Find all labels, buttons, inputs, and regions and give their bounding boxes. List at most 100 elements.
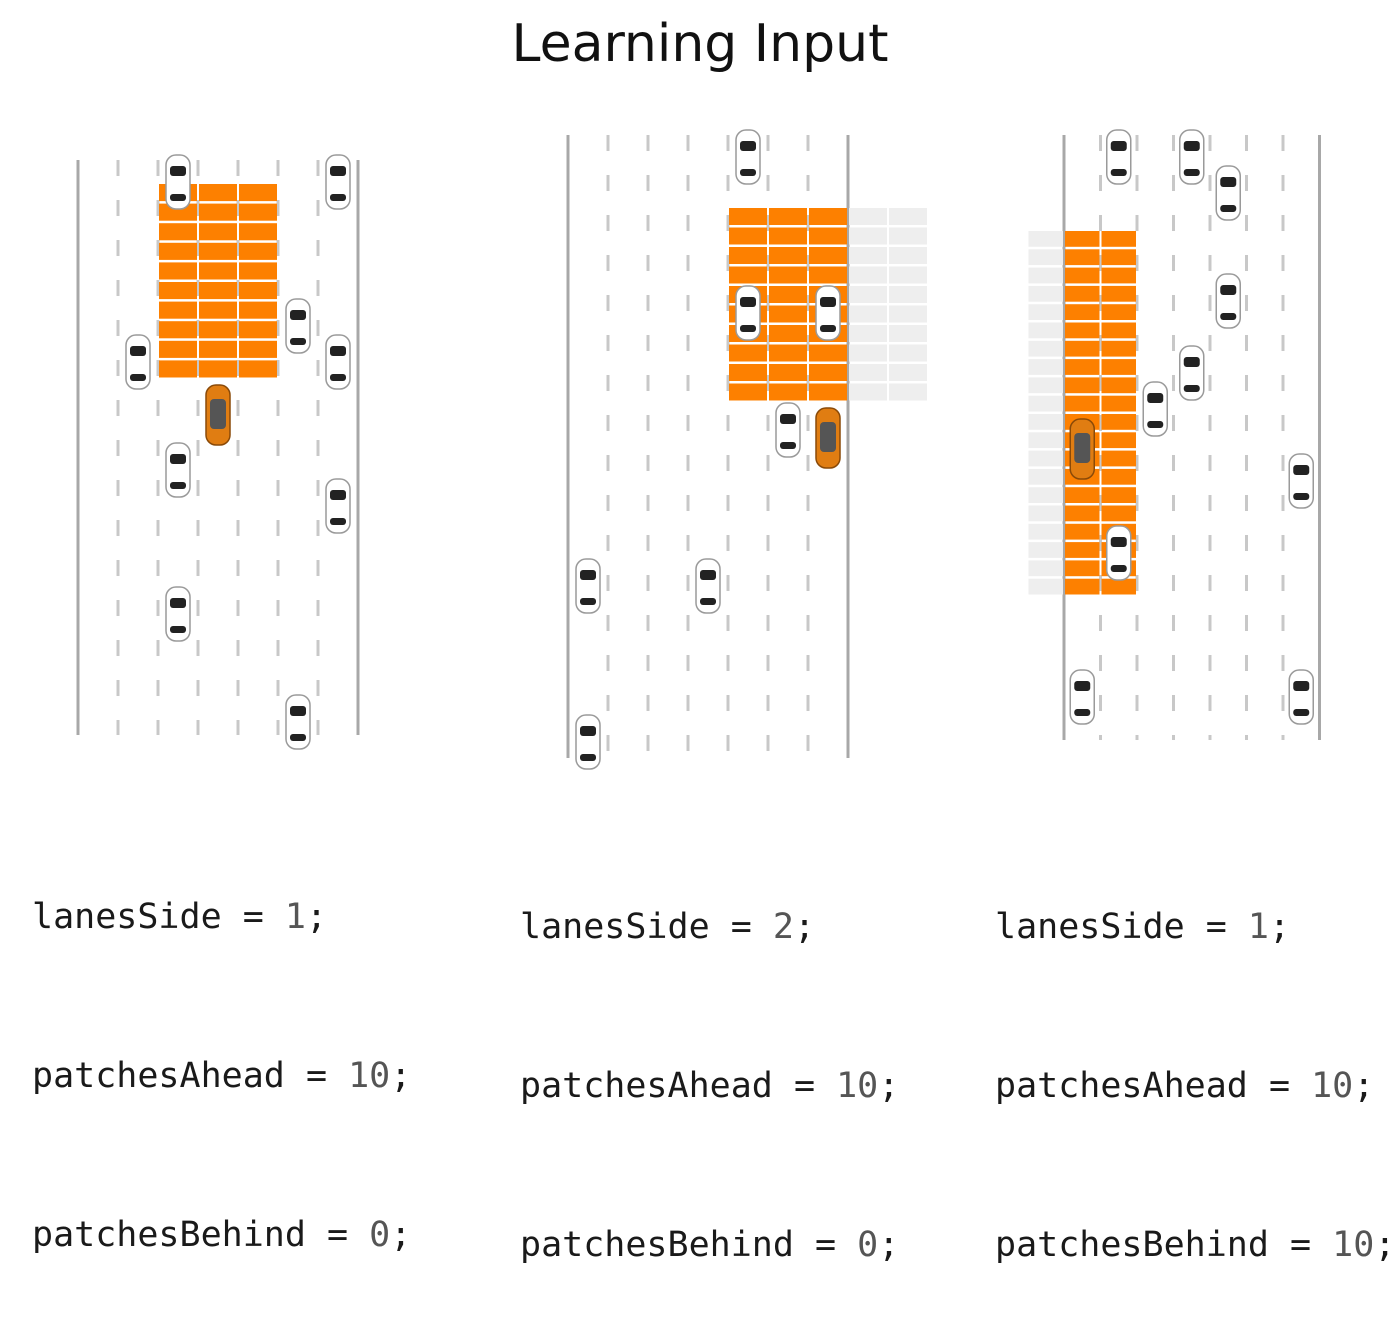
patch-cell xyxy=(159,223,197,241)
car-windshield xyxy=(1110,141,1127,151)
ego-car-roof xyxy=(1074,433,1091,463)
car-rear-window xyxy=(290,338,306,345)
param-value: 1 xyxy=(1247,907,1269,947)
car-windshield xyxy=(820,297,836,307)
car xyxy=(735,285,761,341)
patch-cell xyxy=(729,364,767,381)
patch-cell xyxy=(239,321,277,339)
car-windshield xyxy=(170,454,186,464)
patch-cell xyxy=(889,383,927,401)
car xyxy=(1106,129,1132,185)
patch-cell xyxy=(1065,505,1100,522)
car-rear-window xyxy=(1147,421,1164,428)
patch-cell xyxy=(769,208,807,225)
diagram-canvas xyxy=(76,129,1321,770)
car-rear-window xyxy=(1293,709,1310,716)
car-rear-window xyxy=(1293,493,1310,500)
param-name: patchesBehind xyxy=(32,1215,306,1255)
patch-cell xyxy=(1028,450,1063,467)
car-windshield xyxy=(700,570,716,580)
patch-cell xyxy=(159,321,197,339)
param-line: lanesSide = 1; xyxy=(995,907,1291,947)
param-line: patchesAhead = 10; xyxy=(520,1066,900,1106)
param-name: patchesAhead xyxy=(520,1066,773,1106)
patch-cell xyxy=(849,247,887,264)
param-name: lanesSide xyxy=(995,907,1185,947)
patch-cell xyxy=(729,383,767,401)
car-rear-window xyxy=(780,442,796,449)
param-value: 0 xyxy=(857,1225,879,1265)
patch-cell xyxy=(239,282,277,300)
patch-cell xyxy=(199,223,237,241)
patch-cell xyxy=(729,344,767,362)
patch-cell xyxy=(1028,505,1063,522)
patch-cell xyxy=(1065,322,1100,339)
patch-cell xyxy=(889,208,927,225)
patch-cell xyxy=(809,344,847,362)
patch-cell xyxy=(1101,285,1136,302)
patch-cell xyxy=(239,360,277,378)
patch-cell xyxy=(1028,231,1063,247)
patch-cell xyxy=(849,208,887,225)
car-rear-window xyxy=(580,598,596,605)
car xyxy=(285,298,311,354)
patch-cell xyxy=(1028,304,1063,320)
patch-cell xyxy=(239,301,277,319)
patch-cell xyxy=(1065,578,1100,595)
car xyxy=(1288,453,1314,509)
car xyxy=(325,478,351,534)
patch-cell xyxy=(1101,304,1136,320)
patch-cell xyxy=(889,305,927,323)
patch-cell xyxy=(1065,560,1100,577)
car-rear-window xyxy=(330,194,346,201)
patch-cell xyxy=(769,383,807,401)
patch-cell xyxy=(809,247,847,264)
patch-cell xyxy=(729,208,767,225)
patch-cell xyxy=(1101,468,1136,485)
patch-cell xyxy=(1065,249,1100,266)
patch-cell xyxy=(1028,432,1063,449)
car-windshield xyxy=(170,598,186,608)
param-name: patchesBehind xyxy=(995,1225,1269,1265)
patch-cell xyxy=(809,208,847,225)
car xyxy=(285,694,311,750)
road-panel-3 xyxy=(1028,129,1321,740)
patch-cell xyxy=(199,184,237,202)
patch-cell xyxy=(159,203,197,221)
car-rear-window xyxy=(740,169,756,176)
car-windshield xyxy=(580,726,596,736)
car-rear-window xyxy=(290,734,306,741)
car-rear-window xyxy=(820,325,836,332)
road-panel-2 xyxy=(566,129,927,770)
car-windshield xyxy=(170,166,186,176)
patch-cell xyxy=(1065,285,1100,302)
patch-cell xyxy=(1101,377,1136,394)
patch-cell xyxy=(159,242,197,260)
patch-cell xyxy=(1028,414,1063,430)
car-rear-window xyxy=(1110,169,1127,176)
car xyxy=(165,442,191,498)
car-rear-window xyxy=(170,194,186,201)
param-line: patchesAhead = 10; xyxy=(32,1056,412,1096)
patch-cell xyxy=(159,360,197,378)
patch-cell xyxy=(849,364,887,381)
patch-cell xyxy=(1101,267,1136,284)
car-windshield xyxy=(330,166,346,176)
patch-cell xyxy=(1028,359,1063,375)
param-line: lanesSide = 1; xyxy=(32,897,328,937)
car xyxy=(125,334,151,390)
car xyxy=(775,402,801,458)
param-name: patchesBehind xyxy=(520,1225,794,1265)
patch-cell xyxy=(199,282,237,300)
car-windshield xyxy=(290,310,306,320)
car xyxy=(1215,165,1241,221)
patch-cell xyxy=(849,325,887,342)
patch-cell xyxy=(239,184,277,202)
car xyxy=(575,558,601,614)
car-windshield xyxy=(740,141,756,151)
param-line: patchesAhead = 10; xyxy=(995,1066,1375,1106)
patch-cell xyxy=(1065,267,1100,284)
ego-car xyxy=(1069,418,1095,480)
param-line: patchesBehind = 0; xyxy=(520,1225,900,1265)
car xyxy=(575,714,601,770)
